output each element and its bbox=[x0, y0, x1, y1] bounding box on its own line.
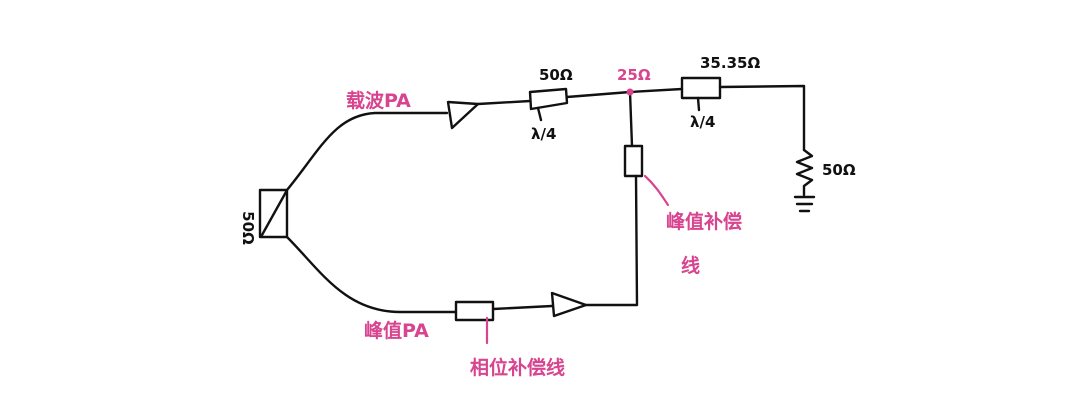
ground-symbol bbox=[793, 195, 816, 213]
peak-pa-label: 峰值PA bbox=[364, 319, 429, 342]
phase-comp-line bbox=[454, 300, 495, 322]
combine-node-impedance-label: 25Ω bbox=[617, 66, 651, 84]
combine-node-dot bbox=[626, 88, 634, 96]
carrier-quarter-wave-line bbox=[528, 87, 569, 111]
circuit-wires bbox=[258, 76, 816, 322]
carrier-wire-2 bbox=[565, 87, 684, 99]
peak-input-wire bbox=[285, 235, 458, 314]
carrier-pa-amplifier bbox=[446, 100, 480, 130]
transformer-impedance-label: 35.35Ω bbox=[700, 54, 760, 72]
power-splitter bbox=[258, 188, 289, 239]
annotation-leaders bbox=[485, 174, 670, 345]
node-down-wire bbox=[628, 90, 634, 148]
load-resistor bbox=[795, 148, 814, 197]
carrier-line-impedance-label: 50Ω bbox=[539, 66, 573, 84]
peak-offset-line-label-suffix: 线 bbox=[681, 254, 700, 277]
peak-offset-leader bbox=[643, 174, 670, 207]
phase-comp-line-label: 相位补偿线 bbox=[470, 356, 565, 379]
output-wire bbox=[718, 84, 806, 152]
load-impedance-label: 50Ω bbox=[822, 161, 856, 179]
transformer-tick bbox=[696, 96, 701, 112]
peak-offset-line-label: 峰值补偿 bbox=[666, 210, 742, 233]
transformer-quarter-wave-label: λ/4 bbox=[690, 113, 715, 131]
splitter-diagonal bbox=[260, 190, 288, 237]
carrier-input-wire bbox=[285, 111, 449, 192]
peak-offset-line bbox=[623, 144, 644, 178]
carrier-line-quarter-wave-label: λ/4 bbox=[531, 125, 556, 143]
peak-wire-1 bbox=[491, 304, 554, 311]
peak-return-wire bbox=[584, 174, 639, 307]
splitter-impedance-label: 50Ω bbox=[239, 211, 257, 245]
quarter-wave-transformer bbox=[680, 76, 722, 100]
carrier-wire-1 bbox=[476, 99, 532, 106]
carrier-pa-label: 载波PA bbox=[346, 89, 411, 112]
carrier-line-tick bbox=[536, 106, 543, 122]
peak-pa-amplifier bbox=[550, 291, 588, 318]
